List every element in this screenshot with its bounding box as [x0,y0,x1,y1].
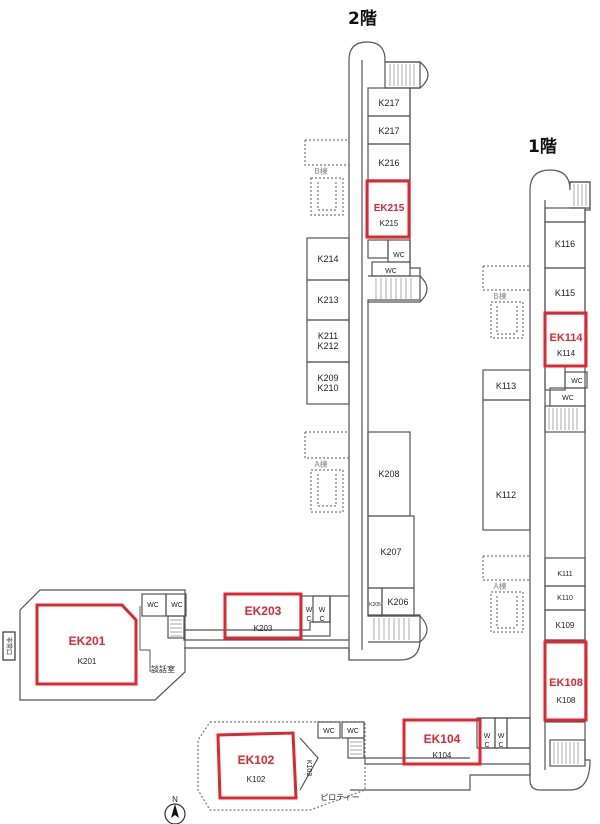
room-k110-label: K110 [557,595,573,602]
room-k209-210-box [306,361,350,405]
f2-bottom-stair [368,615,428,643]
wc-label-2f-a: WC [393,252,405,259]
f1-pilotis-outline [197,721,366,811]
north-arrow [164,803,186,824]
room-k217b-label: K217 [378,126,399,136]
highlight-ek215[interactable] [365,179,411,239]
ek203-code: EK203 [245,604,282,618]
ek114-code: EK114 [549,332,583,344]
ek108-code: EK108 [549,677,583,689]
wc-label-1f-d: WC [347,728,359,735]
room-k206-label: K206 [387,597,408,607]
f2-left-building [19,589,186,701]
c-label-2f-b: C [306,616,311,623]
w-label-2f-b: W [306,607,313,614]
f1-corridor-outline [529,169,591,791]
talk-room-label: 談話室 [151,664,175,674]
f2-corridor-outline [348,41,421,661]
c-label-2f: C [319,616,324,623]
highlight-ek108[interactable] [543,640,588,722]
room-k209-label: K209 [317,373,338,383]
ek102-room: K102 [247,775,266,784]
side-tag-label: 非常口 [5,637,13,655]
room-k211-label: K211 [318,331,338,341]
f1-top-stair [570,181,591,209]
w-label-1f: W [484,733,491,740]
f1-mid-stair [544,405,586,433]
room-k210-label: K210 [317,383,338,393]
f2-mid-stair [368,275,428,303]
f2-annex-outlines [304,139,350,513]
wc-label-1f-a: WC [571,378,583,385]
w-label-1f-b: W [498,733,505,740]
room-k115-label: K115 [555,288,575,298]
wc-label-1f-c: WC [323,728,335,735]
f1-bottom-stair [549,739,586,767]
ek201-room: K201 [78,657,97,666]
c-label-1f-b: C [498,742,503,749]
f2-left-stair [167,615,185,639]
room-k113-label: K113 [496,381,516,391]
highlight-ek201[interactable] [35,603,138,686]
f2-top-stair [384,61,429,89]
ek104-code: EK104 [424,732,461,746]
ek104-room: K104 [433,751,452,760]
room-k208-label: K208 [378,469,399,479]
f1-left-stair [347,737,365,759]
b-wing-label-2f: B棟 [314,166,327,176]
highlight-ek203[interactable] [223,592,303,640]
ek102-code: EK102 [238,753,275,767]
room-k205-label: K205 [369,602,381,608]
wc-label-2f-d: WC [171,602,183,609]
highlight-ek104[interactable] [402,718,482,766]
c-label-1f: C [484,742,489,749]
room-k213-label: K213 [317,295,338,305]
north-label: N [172,795,178,804]
w-label-2f: W [319,607,326,614]
a-wing-label-2f: A棟 [314,459,327,469]
room-k111-label: K111 [557,571,572,578]
f1-annex-outlines [482,265,530,633]
floor-1-title: 1階 [528,137,557,157]
ek201-code: EK201 [69,634,106,648]
a-wing-label-1f: A棟 [493,581,506,591]
ek215-room: K215 [380,219,399,228]
highlight-ek114[interactable] [543,311,588,368]
wc-label-2f-b: WC [385,268,397,275]
room-k103-label: K103 [305,760,312,776]
wc-label-1f-b: WC [562,395,574,402]
ek215-code: EK215 [374,203,405,214]
room-k112-label: K112 [496,490,516,500]
ek114-room: K114 [557,349,576,358]
ek203-room: K203 [254,624,273,633]
highlight-ek102[interactable] [216,731,298,800]
ek108-room: K108 [557,696,576,705]
room-k214-label: K214 [317,254,338,264]
floor-2-title: 2階 [348,9,377,29]
b-wing-label-1f: B棟 [493,291,506,301]
room-k217a-label: K217 [378,98,399,108]
pilotis-label: ピロティー [320,793,360,802]
room-k216-label: K216 [378,158,399,168]
wc-label-2f-c: WC [147,602,159,609]
room-k207-label: K207 [380,547,401,557]
room-k112-box [482,399,531,531]
room-k212-label: K212 [317,341,338,351]
room-k109-label: K109 [556,621,575,630]
room-k116-label: K116 [555,239,575,249]
